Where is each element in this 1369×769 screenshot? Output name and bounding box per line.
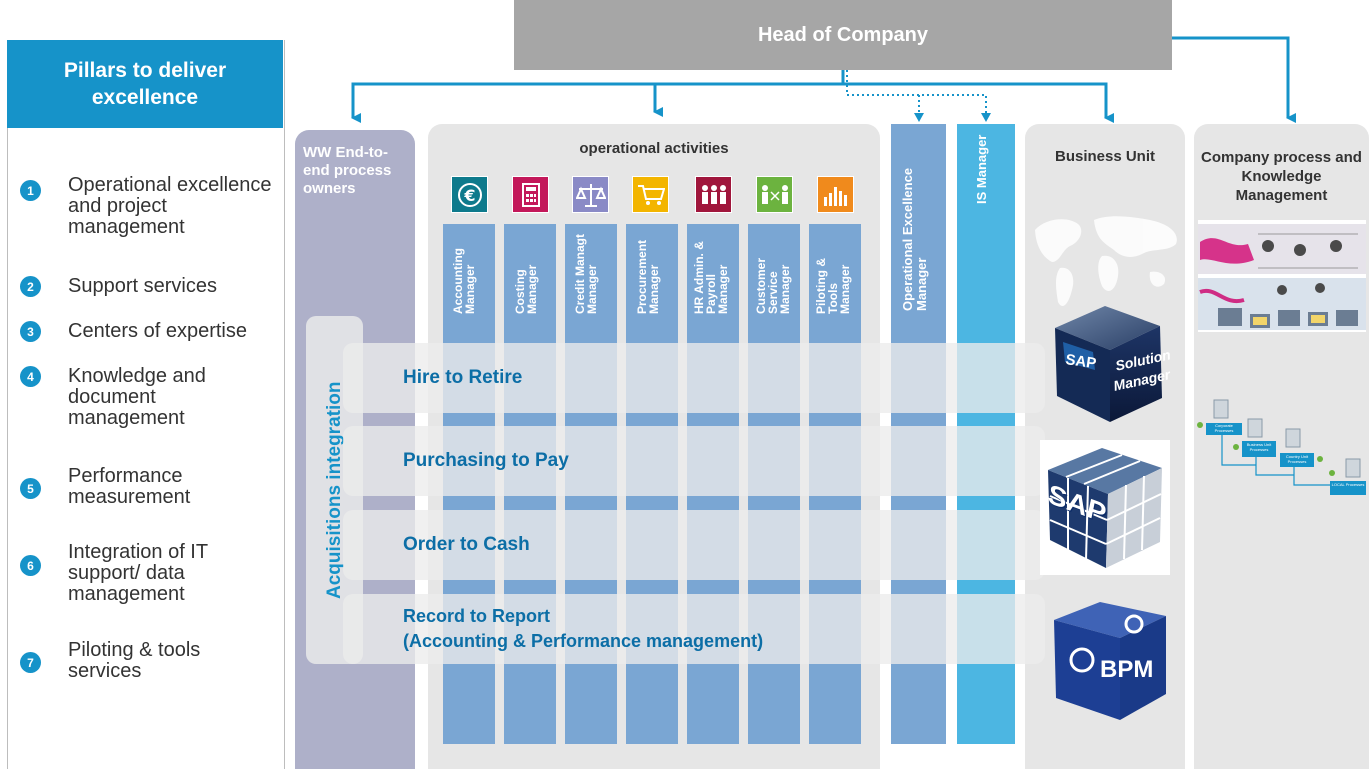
scales-icon: [572, 176, 609, 213]
pillar-number: 5: [20, 478, 41, 499]
bar-chart-icon: [817, 176, 854, 213]
sap-solution-manager-logo: SAP Solution Manager: [1045, 300, 1172, 425]
operational-activities-title: operational activities: [579, 140, 729, 157]
ops-manager-label: Costing Manager: [513, 264, 539, 314]
pillar-number: 1: [20, 180, 41, 201]
ops-manager-label: Accounting Manager: [451, 248, 477, 314]
process-label: Purchasing to Pay: [403, 450, 569, 471]
bpm-text: BPM: [1100, 656, 1154, 683]
process-band: Hire to Retire: [343, 343, 1045, 413]
opex-manager-label: Operational Excellence Manager: [900, 167, 929, 311]
pillar-label: Support services: [68, 275, 217, 297]
ops-manager-label: Procurement Manager: [635, 239, 661, 314]
country-unit-processes-label: Country Unit Processes: [1285, 454, 1309, 464]
pillars-header: Pillars to deliver excellence: [7, 40, 283, 128]
pillar-number: 6: [20, 555, 41, 576]
pillar-item: 3 Centers of expertise: [20, 321, 283, 342]
calculator-icon: [512, 176, 549, 213]
cart-icon: [632, 176, 669, 213]
pillar-label: Performance measurement: [68, 465, 191, 508]
svg-text:€: €: [463, 186, 475, 205]
pillar-label: Piloting & tools services: [68, 639, 201, 682]
business-unit-title: Business Unit: [1054, 148, 1156, 165]
process-map-thumbnail: [1198, 220, 1366, 332]
process-label: Order to Cash: [403, 534, 530, 555]
pillar-number: 2: [20, 276, 41, 297]
pillar-item: 1 Operational excellence and project man…: [20, 175, 283, 238]
pillar-item: 7 Piloting & tools services: [20, 640, 238, 682]
pillar-number: 4: [20, 366, 41, 387]
sap-cube-logo: SAP: [1040, 440, 1170, 575]
process-band: Order to Cash: [343, 510, 1045, 580]
process-band: Purchasing to Pay: [343, 426, 1045, 496]
is-manager-label: IS Manager: [974, 134, 989, 204]
process-label: Hire to Retire: [403, 367, 523, 388]
ops-manager-label: HR Admin. & Payroll Manager: [692, 241, 730, 314]
pillar-item: 4 Knowledge and document management: [20, 366, 238, 429]
exchange-icon: [756, 176, 793, 213]
pillar-item: 2 Support services: [20, 276, 283, 297]
euro-icon: €: [451, 176, 488, 213]
head-title: Head of Company: [757, 23, 929, 46]
pillar-label: Centers of expertise: [68, 320, 247, 342]
corporate-processes-label: Corporate Processes: [1214, 423, 1234, 433]
pillar-label: Operational excellence and project manag…: [68, 174, 272, 238]
ops-manager-label: Credit Managt Manager: [573, 233, 599, 314]
process-band: Record to Report (Accounting & Performan…: [343, 594, 1045, 664]
pillars-title: Pillars to deliver excellence: [63, 58, 227, 109]
world-map-icon: [1035, 216, 1177, 306]
pillar-label: Knowledge and document management: [68, 365, 206, 429]
process-hierarchy-diagram: Corporate Processes Business Unit Proces…: [1196, 395, 1368, 505]
people-icon: [695, 176, 732, 213]
pillar-label: Integration of IT support/ data manageme…: [68, 541, 208, 605]
head-of-company-box: Head of Company: [514, 0, 1172, 70]
bpm-logo: BPM: [1048, 598, 1173, 723]
pillar-item: 5 Performance measurement: [20, 466, 228, 508]
ops-manager-label: Piloting & Tools Manager: [814, 258, 852, 314]
process-label: Record to Report (Accounting & Performan…: [403, 606, 764, 651]
local-processes-label: LOCAL Processes: [1331, 482, 1365, 487]
pillar-number: 7: [20, 652, 41, 673]
pillars-panel: [7, 40, 285, 769]
pillar-item: 6 Integration of IT support/ data manage…: [20, 542, 248, 605]
ww-column-label: WW End-to-end process owners: [303, 144, 392, 197]
company-process-title: Company process and Knowledge Management: [1201, 149, 1362, 204]
business-unit-processes-label: Business Unit Processes: [1246, 442, 1272, 452]
svg-text:SAP: SAP: [1064, 351, 1097, 372]
ops-manager-label: Customer Service Manager: [754, 257, 792, 314]
pillar-number: 3: [20, 321, 41, 342]
